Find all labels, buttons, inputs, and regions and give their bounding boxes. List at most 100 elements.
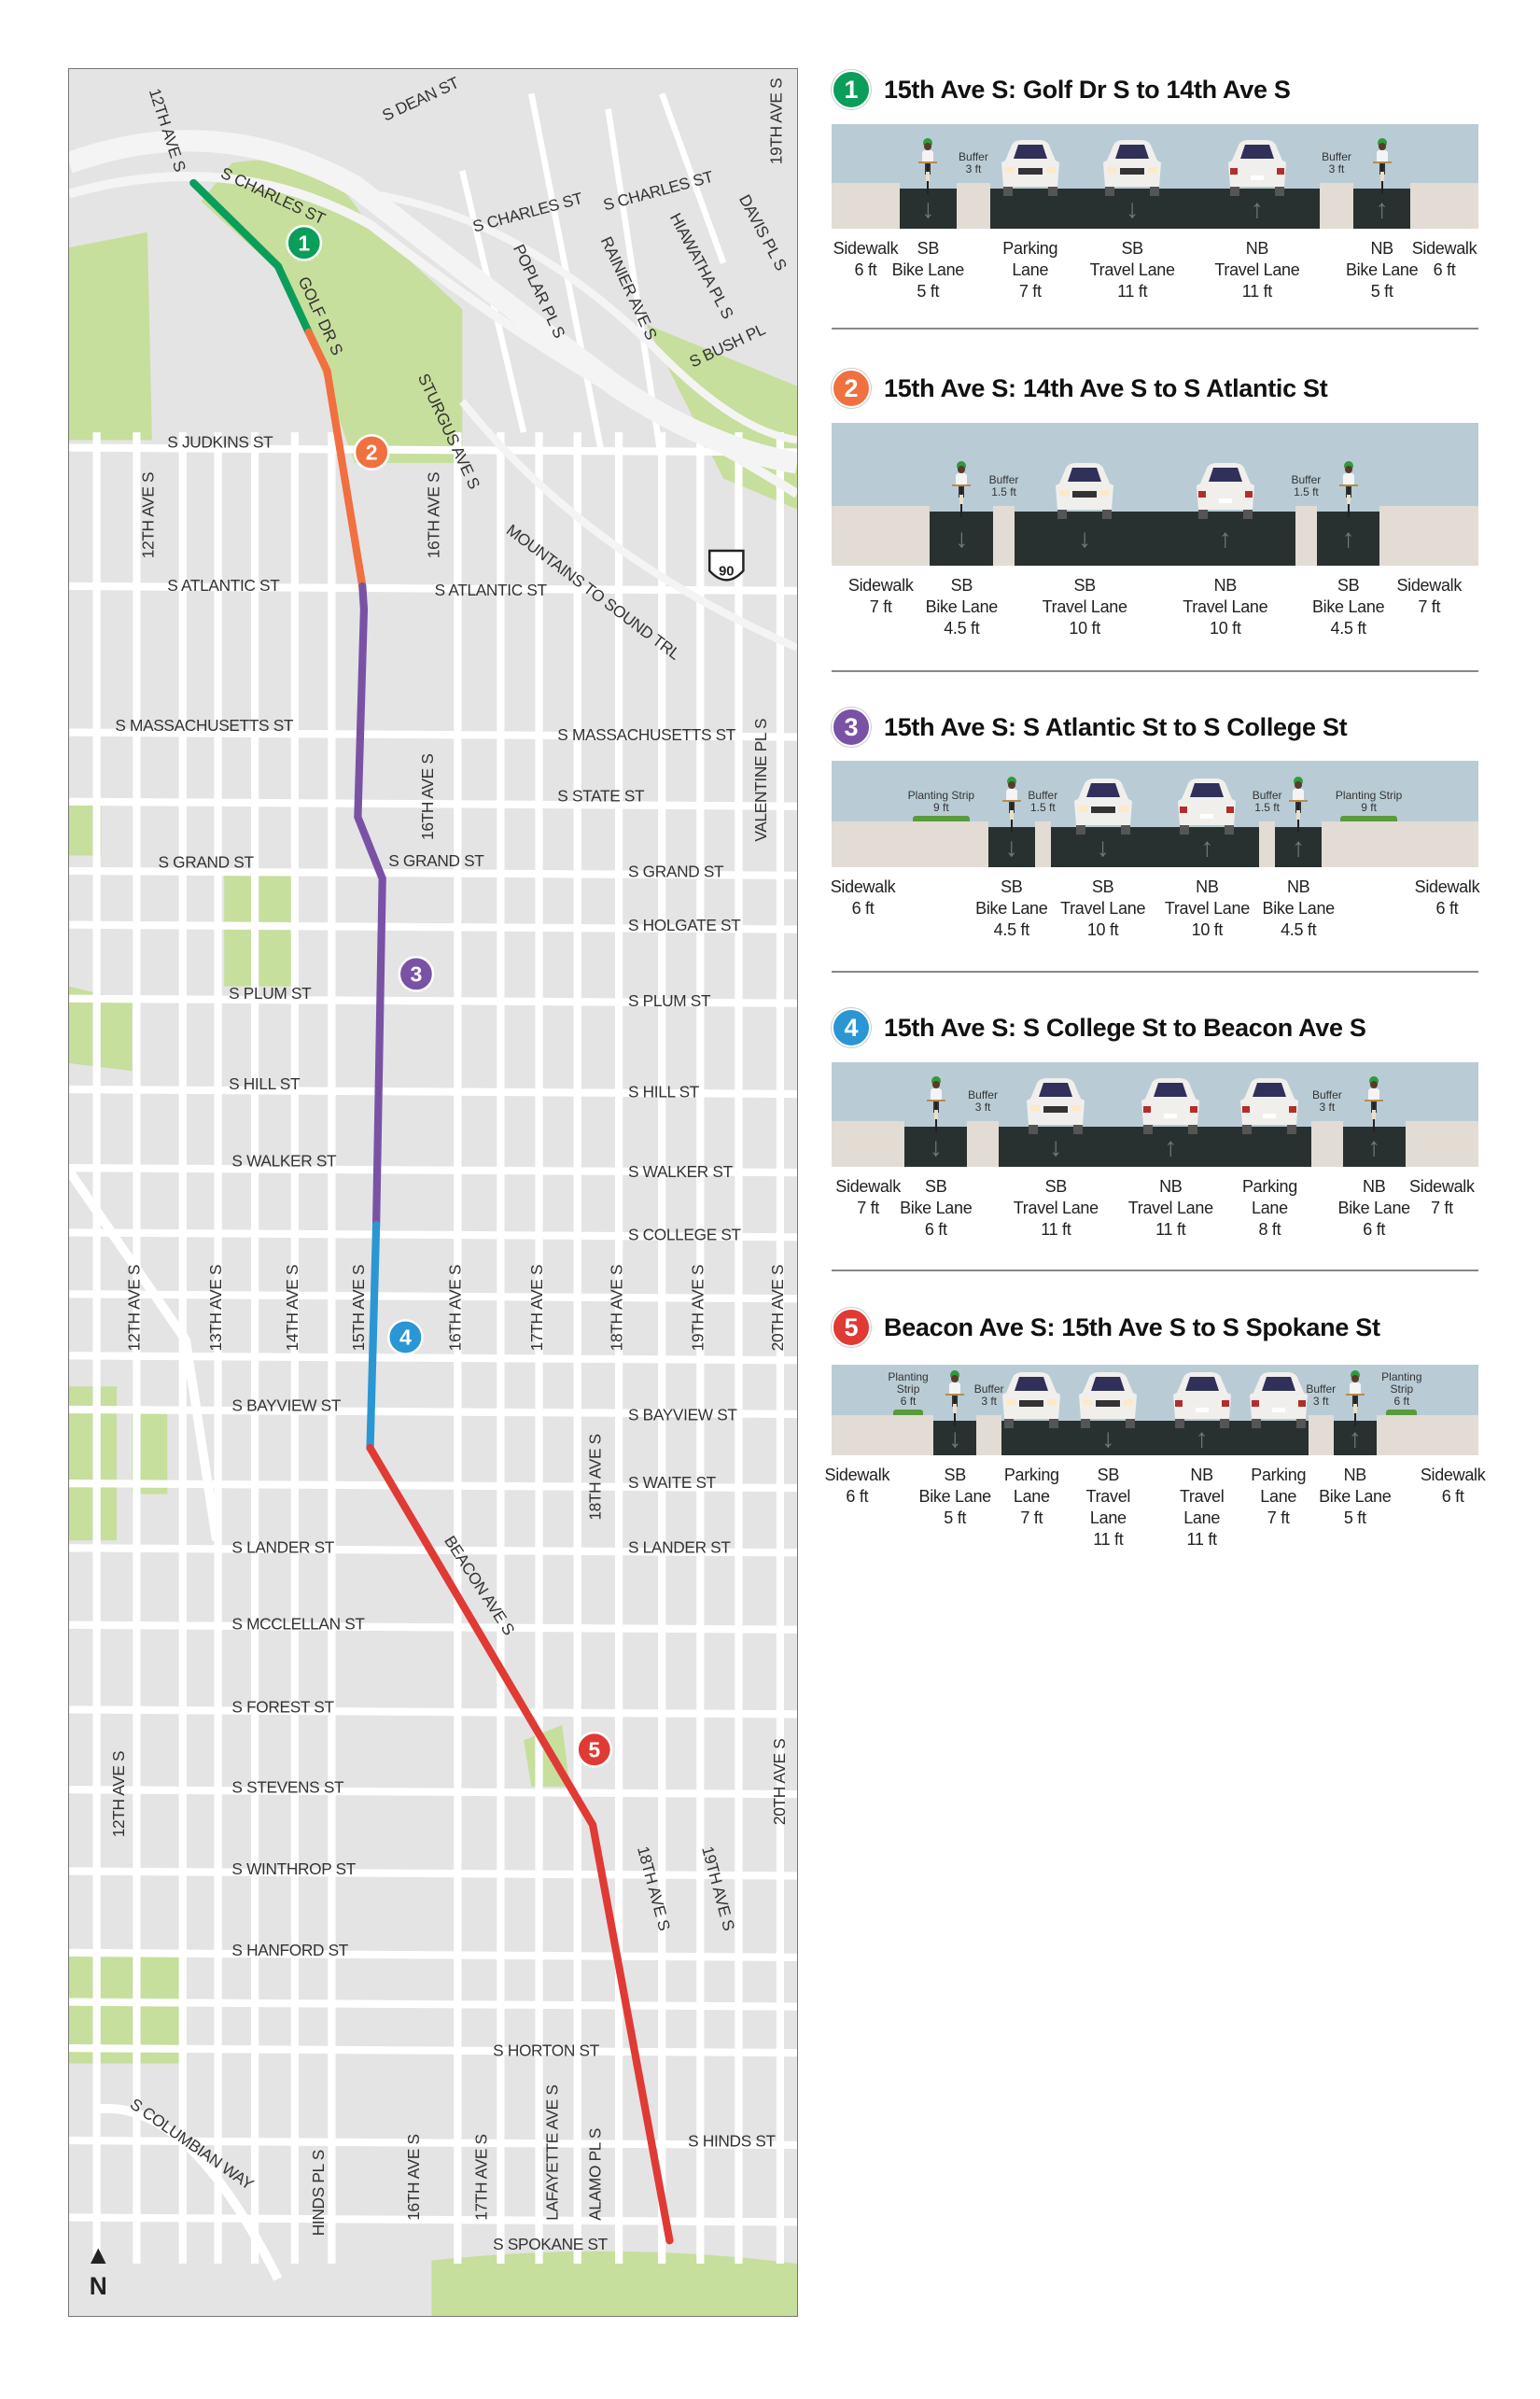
lane-label-line: NB	[1196, 877, 1219, 896]
inline-label-line: 3 ft	[1312, 1395, 1329, 1408]
cyclist-icon	[1372, 136, 1393, 194]
street	[69, 2136, 797, 2150]
map-street-label: S WALKER ST	[231, 1151, 337, 1170]
lane-label-line: Sidewalk	[1420, 1466, 1486, 1484]
map-street-label: HINDS PL S	[309, 2150, 328, 2236]
planting-shrub-icon	[1340, 816, 1397, 821]
inline-label-line: 6 ft	[900, 1395, 917, 1408]
section-number-badge: 2	[832, 369, 871, 408]
lane-label-line: 10 ft	[1210, 619, 1241, 638]
i90-shield-label: 90	[719, 564, 734, 579]
map-street-label: 13TH AVE S	[206, 1265, 225, 1352]
inline-label-line: Strip	[1390, 1382, 1414, 1396]
bike-surface	[1333, 1421, 1377, 1455]
section-title: 15th Ave S: S College St to Beacon Ave S	[884, 1013, 1366, 1042]
section-number-badge: 5	[832, 1308, 871, 1347]
lane-label-line: 10 ft	[1191, 920, 1224, 939]
cyclist-icon	[917, 136, 938, 194]
sidewalk-surface	[832, 1121, 905, 1167]
inline-label-line: Buffer	[1028, 789, 1058, 802]
cyclist-icon	[1288, 775, 1309, 833]
inline-label-line: 9 ft	[1361, 801, 1377, 814]
lane-label-line: Bike Lane	[1345, 260, 1419, 279]
travel-surface	[1195, 189, 1320, 229]
route-badge-3: 3	[398, 956, 435, 992]
lane-label-line: Sidewalk	[1414, 877, 1480, 896]
lane-label-line: 7 ft	[857, 1199, 880, 1217]
lane-label-line: Travel Lane	[1042, 597, 1127, 616]
segment-sidewalk	[832, 423, 931, 566]
lane-label-line: Travel	[1085, 1487, 1131, 1506]
segment-bike: ↑	[1353, 124, 1410, 229]
travel-surface	[1061, 1421, 1155, 1455]
lane-label-line: 7 ft	[1418, 597, 1441, 616]
inline-label-line: 9 ft	[933, 801, 949, 814]
bike-route	[189, 178, 674, 2245]
segment-travel: ↑	[1195, 124, 1320, 229]
cyclist-icon	[1345, 1368, 1365, 1426]
street	[69, 1867, 797, 1880]
planting-surface	[1322, 821, 1416, 867]
lane-label-line: 5 ft	[917, 282, 940, 301]
buffer-surface	[1295, 506, 1317, 566]
inline-label-line: 1.5 ft	[1294, 485, 1319, 498]
planting-surface	[882, 1415, 934, 1455]
travel-surface	[1155, 1421, 1249, 1455]
lane-label-line: NB	[1213, 576, 1238, 595]
segment-bike: ↓	[930, 423, 994, 566]
lane-label-line: Travel Lane	[1214, 260, 1300, 279]
lane-label-line: Bike Lane	[891, 260, 965, 279]
arrow-up-icon: ↑	[1375, 193, 1389, 223]
street	[92, 2103, 283, 2281]
map-street-label: 16TH AVE S	[418, 753, 437, 840]
lane-label-line: Bike Lane	[900, 1199, 973, 1217]
map-street-label: 12TH AVE S	[109, 1751, 128, 1838]
map-street-label: 18TH AVE S	[585, 1434, 604, 1521]
lane-label-line: Lane	[1183, 1508, 1221, 1527]
car-icon	[1001, 1370, 1062, 1428]
segment-parking	[1227, 1062, 1312, 1167]
street	[69, 582, 797, 596]
segment-bike: ↑	[1316, 423, 1380, 566]
street	[69, 1998, 797, 2011]
inline-label-line: 3 ft	[1319, 1101, 1336, 1114]
street	[69, 1290, 797, 1303]
bike-surface	[930, 512, 994, 566]
lane-label-line: Bike Lane	[925, 597, 999, 616]
segment-parking	[990, 124, 1071, 229]
map-street-label: S ATLANTIC ST	[435, 581, 548, 599]
street	[69, 797, 797, 810]
buffer-surface	[956, 183, 991, 229]
lane-label-line: Lane	[1013, 1487, 1050, 1506]
segment-sidewalk	[1379, 423, 1478, 566]
segment-travel: ↑	[1155, 761, 1260, 867]
lane-label-line: 6 ft	[851, 899, 875, 918]
sidewalk-surface	[1415, 821, 1478, 867]
map-street-label: LAFAYETTE AVE S	[542, 2084, 561, 2220]
lane-label-line: Travel	[1179, 1487, 1225, 1506]
lane-label-line: Sidewalk	[1411, 239, 1477, 258]
car-icon	[1195, 461, 1256, 519]
arrow-down-icon: ↓	[1049, 1131, 1063, 1161]
bike-surface	[899, 189, 957, 229]
map-street-label: 18TH AVE S	[607, 1265, 625, 1352]
lane-label-line: SB	[1121, 239, 1143, 258]
lane-label-line: 10 ft	[1086, 920, 1119, 939]
